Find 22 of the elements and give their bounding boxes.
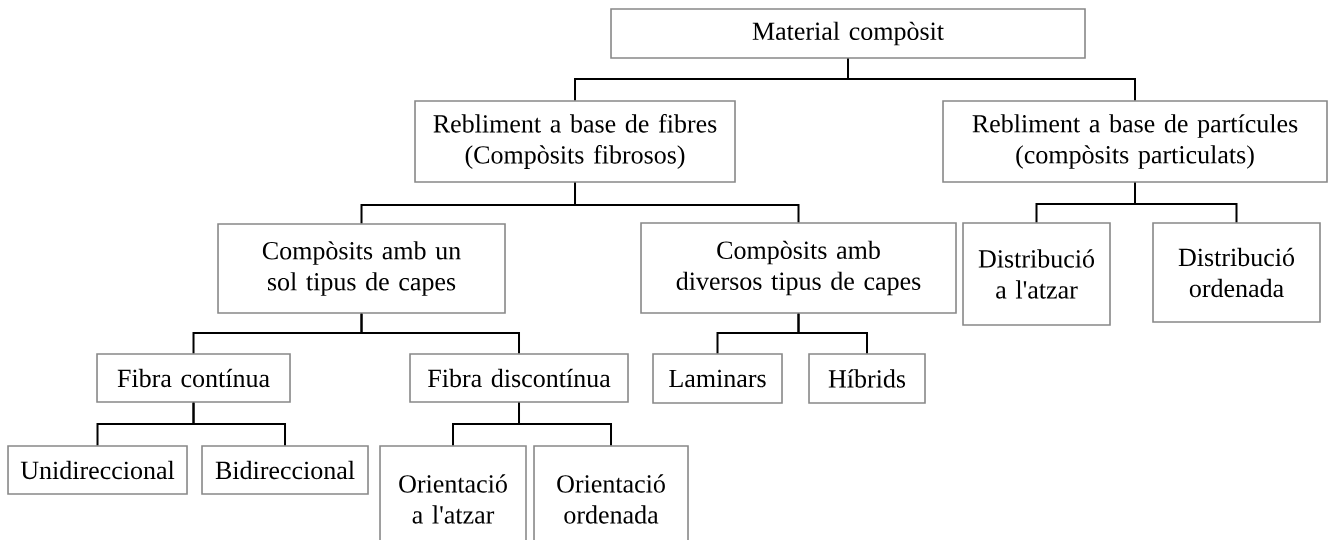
category-box: Híbrids (808, 353, 926, 404)
category-box: Distribució ordenada (1152, 222, 1321, 323)
category-box: Bidireccional (201, 445, 369, 495)
category-box: Orientació a l'atzar (379, 445, 527, 540)
category-box: Unidireccional (7, 445, 188, 495)
category-box: Fibra discontínua (409, 353, 629, 403)
connector-line (574, 181, 800, 224)
connector-line (360, 312, 520, 355)
category-box: Compòsits amb un sol tipus de capes (217, 223, 506, 314)
category-box: Material compòsit (610, 8, 1086, 59)
category-box: Distribució a l'atzar (962, 222, 1111, 326)
category-box: Rebliment a base de partícules (compòsits particulats) (942, 100, 1328, 183)
category-box: Laminars (652, 353, 783, 404)
category-box: Compòsits amb diversos tipus de capes (640, 222, 957, 314)
category-box: Orientació ordenada (533, 445, 689, 540)
category-box: Fibra contínua (96, 353, 291, 403)
connector-line (1134, 181, 1238, 224)
connector-line (192, 401, 286, 447)
connector-line (797, 312, 868, 355)
connector-line (847, 57, 1136, 102)
category-box: Rebliment a base de fibres (Compòsits fibrosos) (414, 100, 736, 183)
connector-line (518, 401, 612, 447)
